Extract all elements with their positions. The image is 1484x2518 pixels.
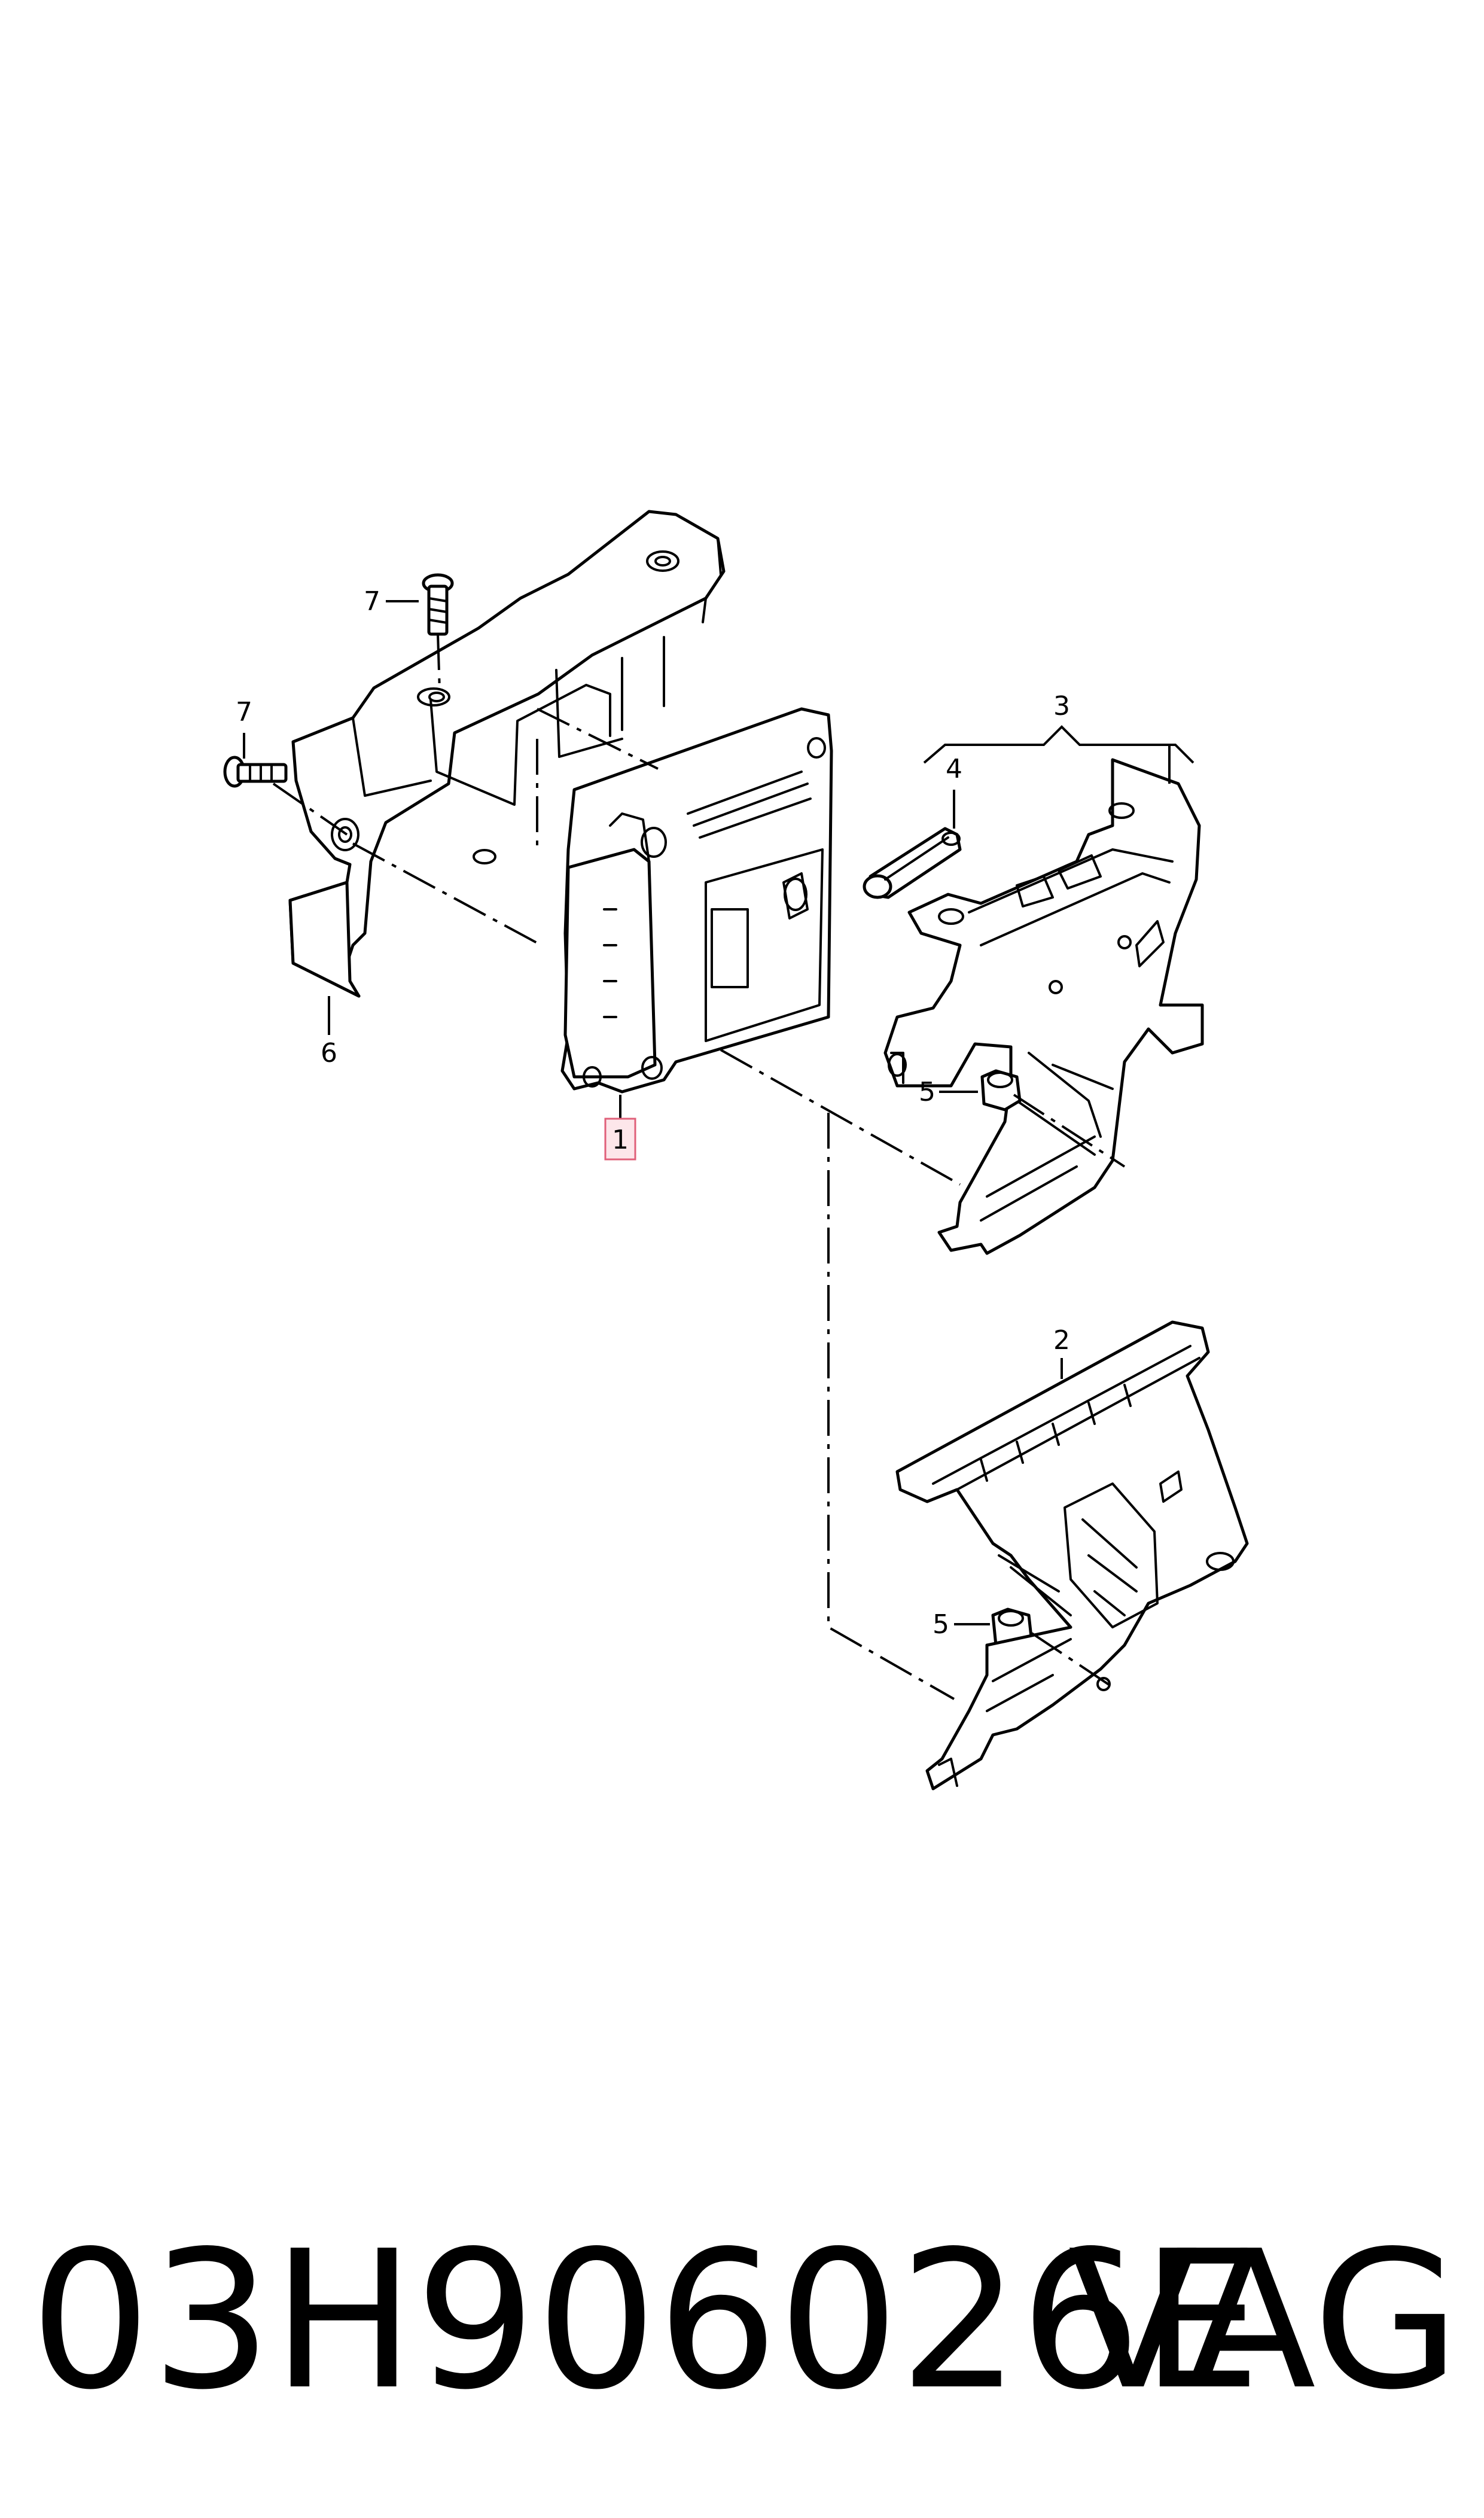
callout-7-left: 7 bbox=[236, 697, 252, 727]
part-1-control-unit bbox=[560, 707, 833, 1094]
part-6-mounting-bracket bbox=[288, 510, 726, 998]
callout-5-lower: 5 bbox=[933, 1609, 949, 1640]
callout-6: 6 bbox=[321, 1038, 337, 1068]
callout-4: 4 bbox=[946, 754, 962, 784]
part-3-holder bbox=[883, 758, 1204, 1255]
callout-7-top: 7 bbox=[364, 586, 380, 617]
part-7-screw-top bbox=[422, 573, 454, 636]
part-5-nut-upper bbox=[980, 1069, 1022, 1112]
callout-labels: 1 2 3 4 5 5 6 7 7 bbox=[236, 586, 1070, 1640]
callout-1-highlight bbox=[604, 1118, 636, 1161]
callout-5-upper: 5 bbox=[919, 1077, 936, 1107]
leader-lines bbox=[243, 600, 1194, 1625]
part-7-screw-left bbox=[223, 756, 288, 788]
callout-1: 1 bbox=[612, 1125, 629, 1155]
part-4-cable-strap bbox=[863, 827, 962, 899]
assembly-lines bbox=[272, 634, 1126, 1700]
brand-label: VAG bbox=[1068, 2210, 1460, 2431]
part-number-label: 03H906026E bbox=[30, 2210, 1261, 2431]
callout-2: 2 bbox=[1053, 1325, 1070, 1356]
part-2-lower-holder bbox=[895, 1320, 1249, 1791]
callout-3: 3 bbox=[1053, 691, 1070, 721]
